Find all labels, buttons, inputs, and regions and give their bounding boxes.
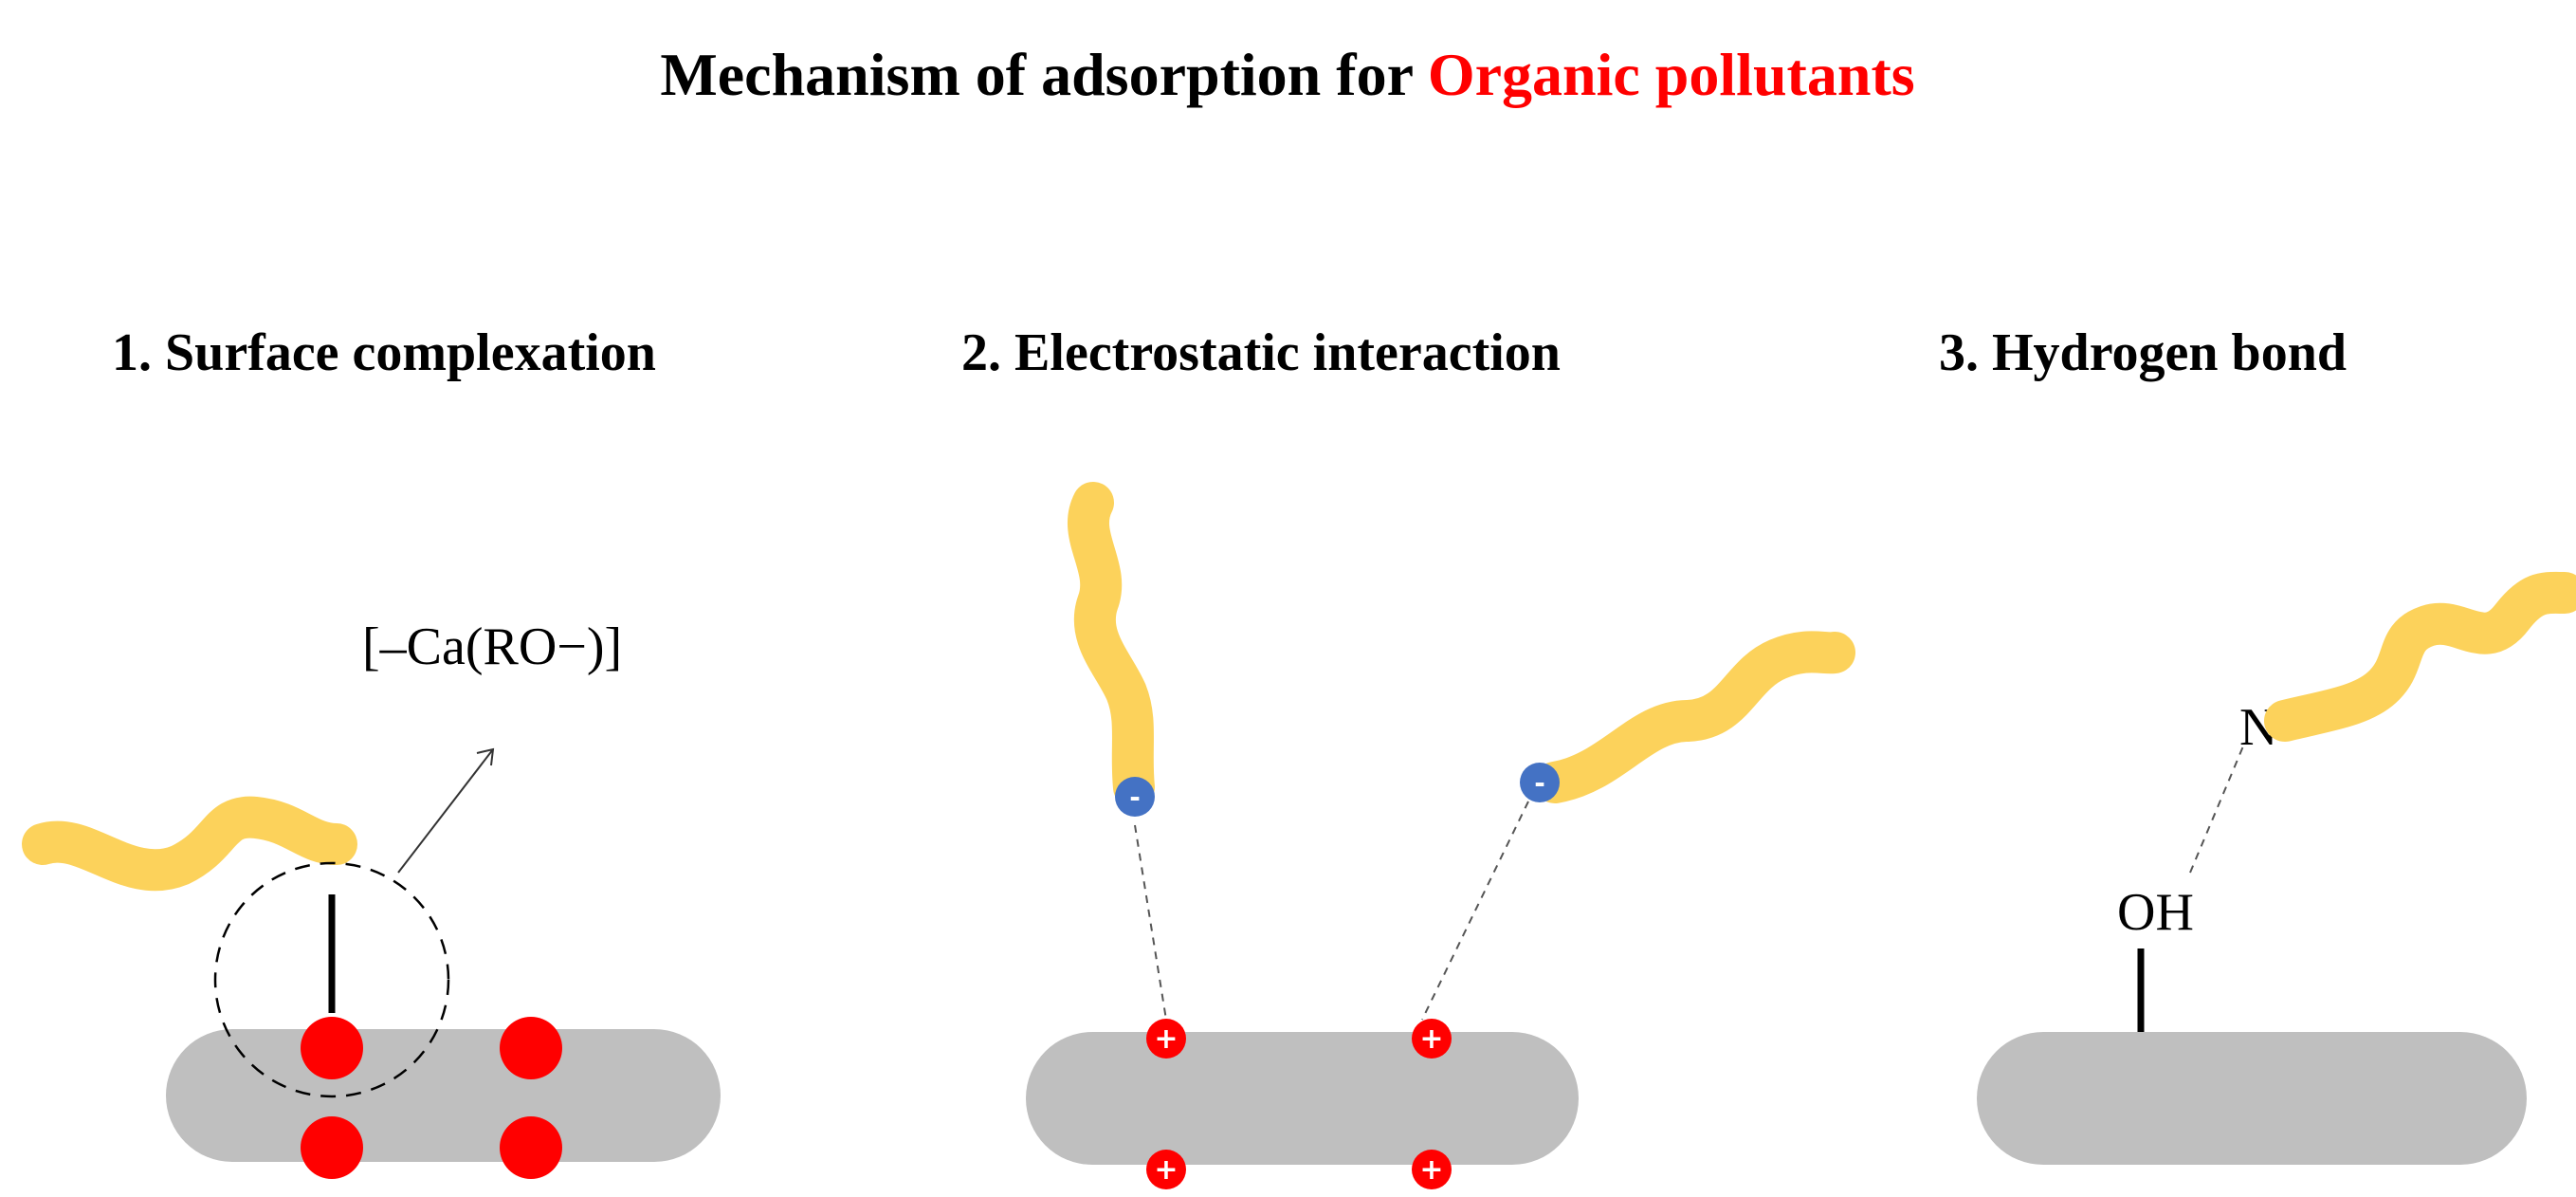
organic-pollutant-chain <box>1068 482 1155 808</box>
cation-charge: + <box>1412 1150 1452 1189</box>
svg-text:+: + <box>1154 1022 1178 1056</box>
calcium-site <box>500 1017 562 1079</box>
cation-charge: + <box>1412 1019 1452 1059</box>
adsorbent-surface-1 <box>166 1029 721 1162</box>
anion-charge: - <box>1115 777 1155 817</box>
callout-arrow <box>397 748 494 874</box>
panel-3-hydrogen-bond: OH N <box>1977 571 2576 1165</box>
panel-1-heading: 1. Surface complexation <box>112 323 656 382</box>
organic-pollutant-chain <box>2264 571 2576 742</box>
svg-text:+: + <box>1154 1153 1178 1187</box>
panel-2-electrostatic-interaction: - - + + + + <box>1026 482 1855 1189</box>
calcium-site <box>500 1116 562 1179</box>
panel-2-heading: 2. Electrostatic interaction <box>961 323 1561 382</box>
callout-arrow-head <box>476 747 495 766</box>
complex-label: [–Ca(RO−)] <box>362 617 622 676</box>
svg-text:+: + <box>1419 1022 1443 1056</box>
organic-pollutant-chain <box>1534 631 1855 803</box>
svg-text:+: + <box>1419 1153 1443 1187</box>
cation-charge: + <box>1146 1150 1186 1189</box>
anion-charge: - <box>1520 763 1560 802</box>
electrostatic-attraction-line <box>1421 801 1529 1021</box>
cation-charge: + <box>1146 1019 1186 1059</box>
calcium-site <box>301 1116 363 1179</box>
svg-text:-: - <box>1129 782 1141 813</box>
hydrogen-bond-line <box>2189 741 2246 874</box>
organic-pollutant-chain <box>22 796 357 892</box>
calcium-site <box>301 1017 363 1079</box>
main-title-prefix: Mechanism of adsorption for <box>660 41 1427 108</box>
electrostatic-attraction-line <box>1134 824 1167 1021</box>
svg-text:-: - <box>1534 767 1545 799</box>
panel-1-surface-complexation: [–Ca(RO−)] <box>22 617 721 1179</box>
panel-3-heading: 3. Hydrogen bond <box>1939 323 2347 382</box>
adsorbent-surface-2 <box>1026 1032 1579 1165</box>
adsorbent-surface-3 <box>1977 1032 2527 1165</box>
main-title: Mechanism of adsorption for Organic poll… <box>660 41 1914 108</box>
complex-highlight-circle <box>213 861 450 1098</box>
main-title-highlight: Organic pollutants <box>1428 41 1915 108</box>
hydroxyl-label: OH <box>2117 883 2194 942</box>
